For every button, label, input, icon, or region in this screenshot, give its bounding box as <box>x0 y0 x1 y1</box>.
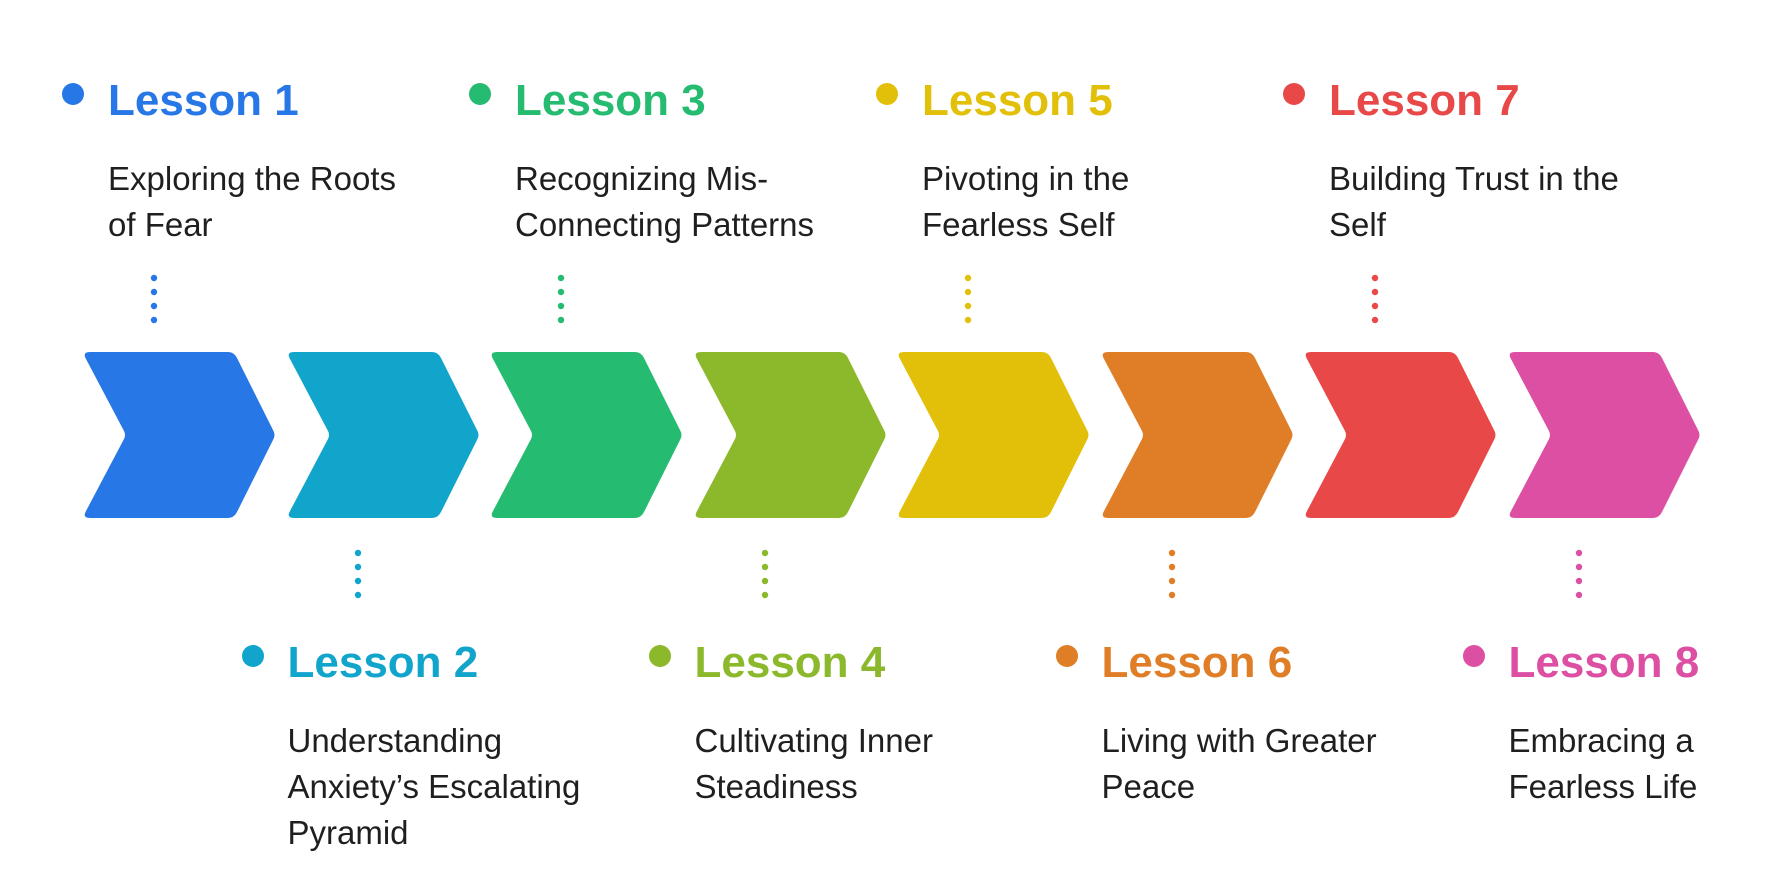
connector-dot <box>150 302 158 310</box>
lesson-title: Lesson 5 <box>922 76 1113 125</box>
lesson-description-line: Fearless Self <box>922 206 1115 243</box>
lesson-bullet <box>1462 645 1485 667</box>
connector-dot <box>354 577 361 585</box>
connector-dot <box>1575 591 1582 599</box>
lesson-description-line: Building Trust in the <box>1329 160 1619 197</box>
lesson-title: Lesson 1 <box>108 76 299 125</box>
connector-3 <box>557 274 565 324</box>
chevron-shape <box>84 352 275 518</box>
connector-dot <box>1168 563 1175 571</box>
lesson-description: Exploring the Roots of Fear <box>108 156 396 248</box>
connector-dot <box>150 274 158 282</box>
connector-dot <box>964 302 972 310</box>
chevron-4 <box>695 352 885 518</box>
chevron-shape <box>695 352 885 518</box>
chevron-2 <box>288 352 478 518</box>
lesson-description-line: Self <box>1329 206 1386 243</box>
lesson-description-line: Understanding <box>287 722 503 759</box>
lesson-description-line: Pyramid <box>287 814 409 851</box>
connector-dot <box>1575 549 1582 557</box>
connector-dot <box>354 591 361 599</box>
connector-dot <box>557 274 565 282</box>
lesson-description: Embracing a Fearless Life <box>1509 718 1698 810</box>
lesson-bullet <box>876 83 898 105</box>
connector-dot <box>1371 316 1379 324</box>
chevron-7 <box>1305 352 1496 518</box>
lesson-description-line: Living with Greater <box>1101 722 1377 759</box>
connector-7 <box>1371 274 1379 324</box>
lesson-description: Recognizing Mis- Connecting Patterns <box>515 156 814 248</box>
chevron-6 <box>1102 352 1292 518</box>
connector-2 <box>354 549 361 599</box>
connector-dot <box>557 302 565 310</box>
lesson-title: Lesson 7 <box>1329 76 1520 125</box>
lesson-description-line: Cultivating Inner <box>694 722 933 759</box>
lesson-bullet <box>648 645 671 667</box>
lesson-description-line: Connecting Patterns <box>515 206 815 243</box>
chevron-shape <box>1102 352 1292 518</box>
connector-6 <box>1168 549 1175 599</box>
lesson-bullet <box>1055 645 1078 667</box>
lesson-title: Lesson 6 <box>1101 638 1293 687</box>
connector-dot <box>964 274 972 282</box>
connector-dot <box>1575 563 1582 571</box>
chevron-shape <box>491 352 682 518</box>
lesson-bullet <box>469 83 491 105</box>
connector-dot <box>1371 288 1379 296</box>
chevron-1 <box>84 352 275 518</box>
lesson-description-line: of Fear <box>108 206 213 243</box>
lesson-bullet <box>62 83 84 105</box>
chevron-shape <box>898 352 1089 518</box>
chevron-8 <box>1509 352 1699 518</box>
lesson-description-line: Embracing a <box>1508 722 1694 759</box>
lesson-description-line: Recognizing Mis- <box>515 160 769 197</box>
lesson-description-line: Steadiness <box>694 768 858 805</box>
connector-dot <box>761 577 768 585</box>
connector-dot <box>557 288 565 296</box>
connector-dot <box>964 288 972 296</box>
connector-dot <box>1168 577 1175 585</box>
chevron-shape <box>1509 352 1699 518</box>
connector-dot <box>150 316 158 324</box>
lesson-bullet <box>241 645 264 667</box>
connector-dot <box>557 316 565 324</box>
connector-dot <box>1371 302 1379 310</box>
connector-dot <box>1575 577 1582 585</box>
connector-dot <box>761 563 768 571</box>
lesson-title: Lesson 4 <box>694 638 886 687</box>
chevron-shape <box>1305 352 1496 518</box>
connector-4 <box>761 549 768 599</box>
connector-5 <box>964 274 972 324</box>
lesson-description-line: Exploring the Roots <box>108 160 396 197</box>
lesson-description-line: Fearless Life <box>1508 768 1698 805</box>
connector-dot <box>1371 274 1379 282</box>
chevron-3 <box>491 352 682 518</box>
lesson-title: Lesson 3 <box>515 76 706 125</box>
connector-dot <box>761 549 768 557</box>
lesson-title: Lesson 2 <box>287 638 479 687</box>
lesson-bullet <box>1283 83 1305 105</box>
connector-dot <box>150 288 158 296</box>
lesson-title: Lesson 8 <box>1508 638 1700 687</box>
lesson-description-line: Anxiety’s Escalating <box>287 768 581 805</box>
lesson-description-line: Pivoting in the <box>922 160 1130 197</box>
connector-dot <box>354 549 361 557</box>
connector-1 <box>150 274 158 324</box>
connector-dot <box>964 316 972 324</box>
lesson-description-line: Peace <box>1101 768 1196 805</box>
connector-dot <box>354 563 361 571</box>
connector-dot <box>1168 591 1175 599</box>
chevron-5 <box>898 352 1089 518</box>
connector-dot <box>1168 549 1175 557</box>
chevron-shape <box>288 352 478 518</box>
connector-8 <box>1575 549 1582 599</box>
connector-dot <box>761 591 768 599</box>
